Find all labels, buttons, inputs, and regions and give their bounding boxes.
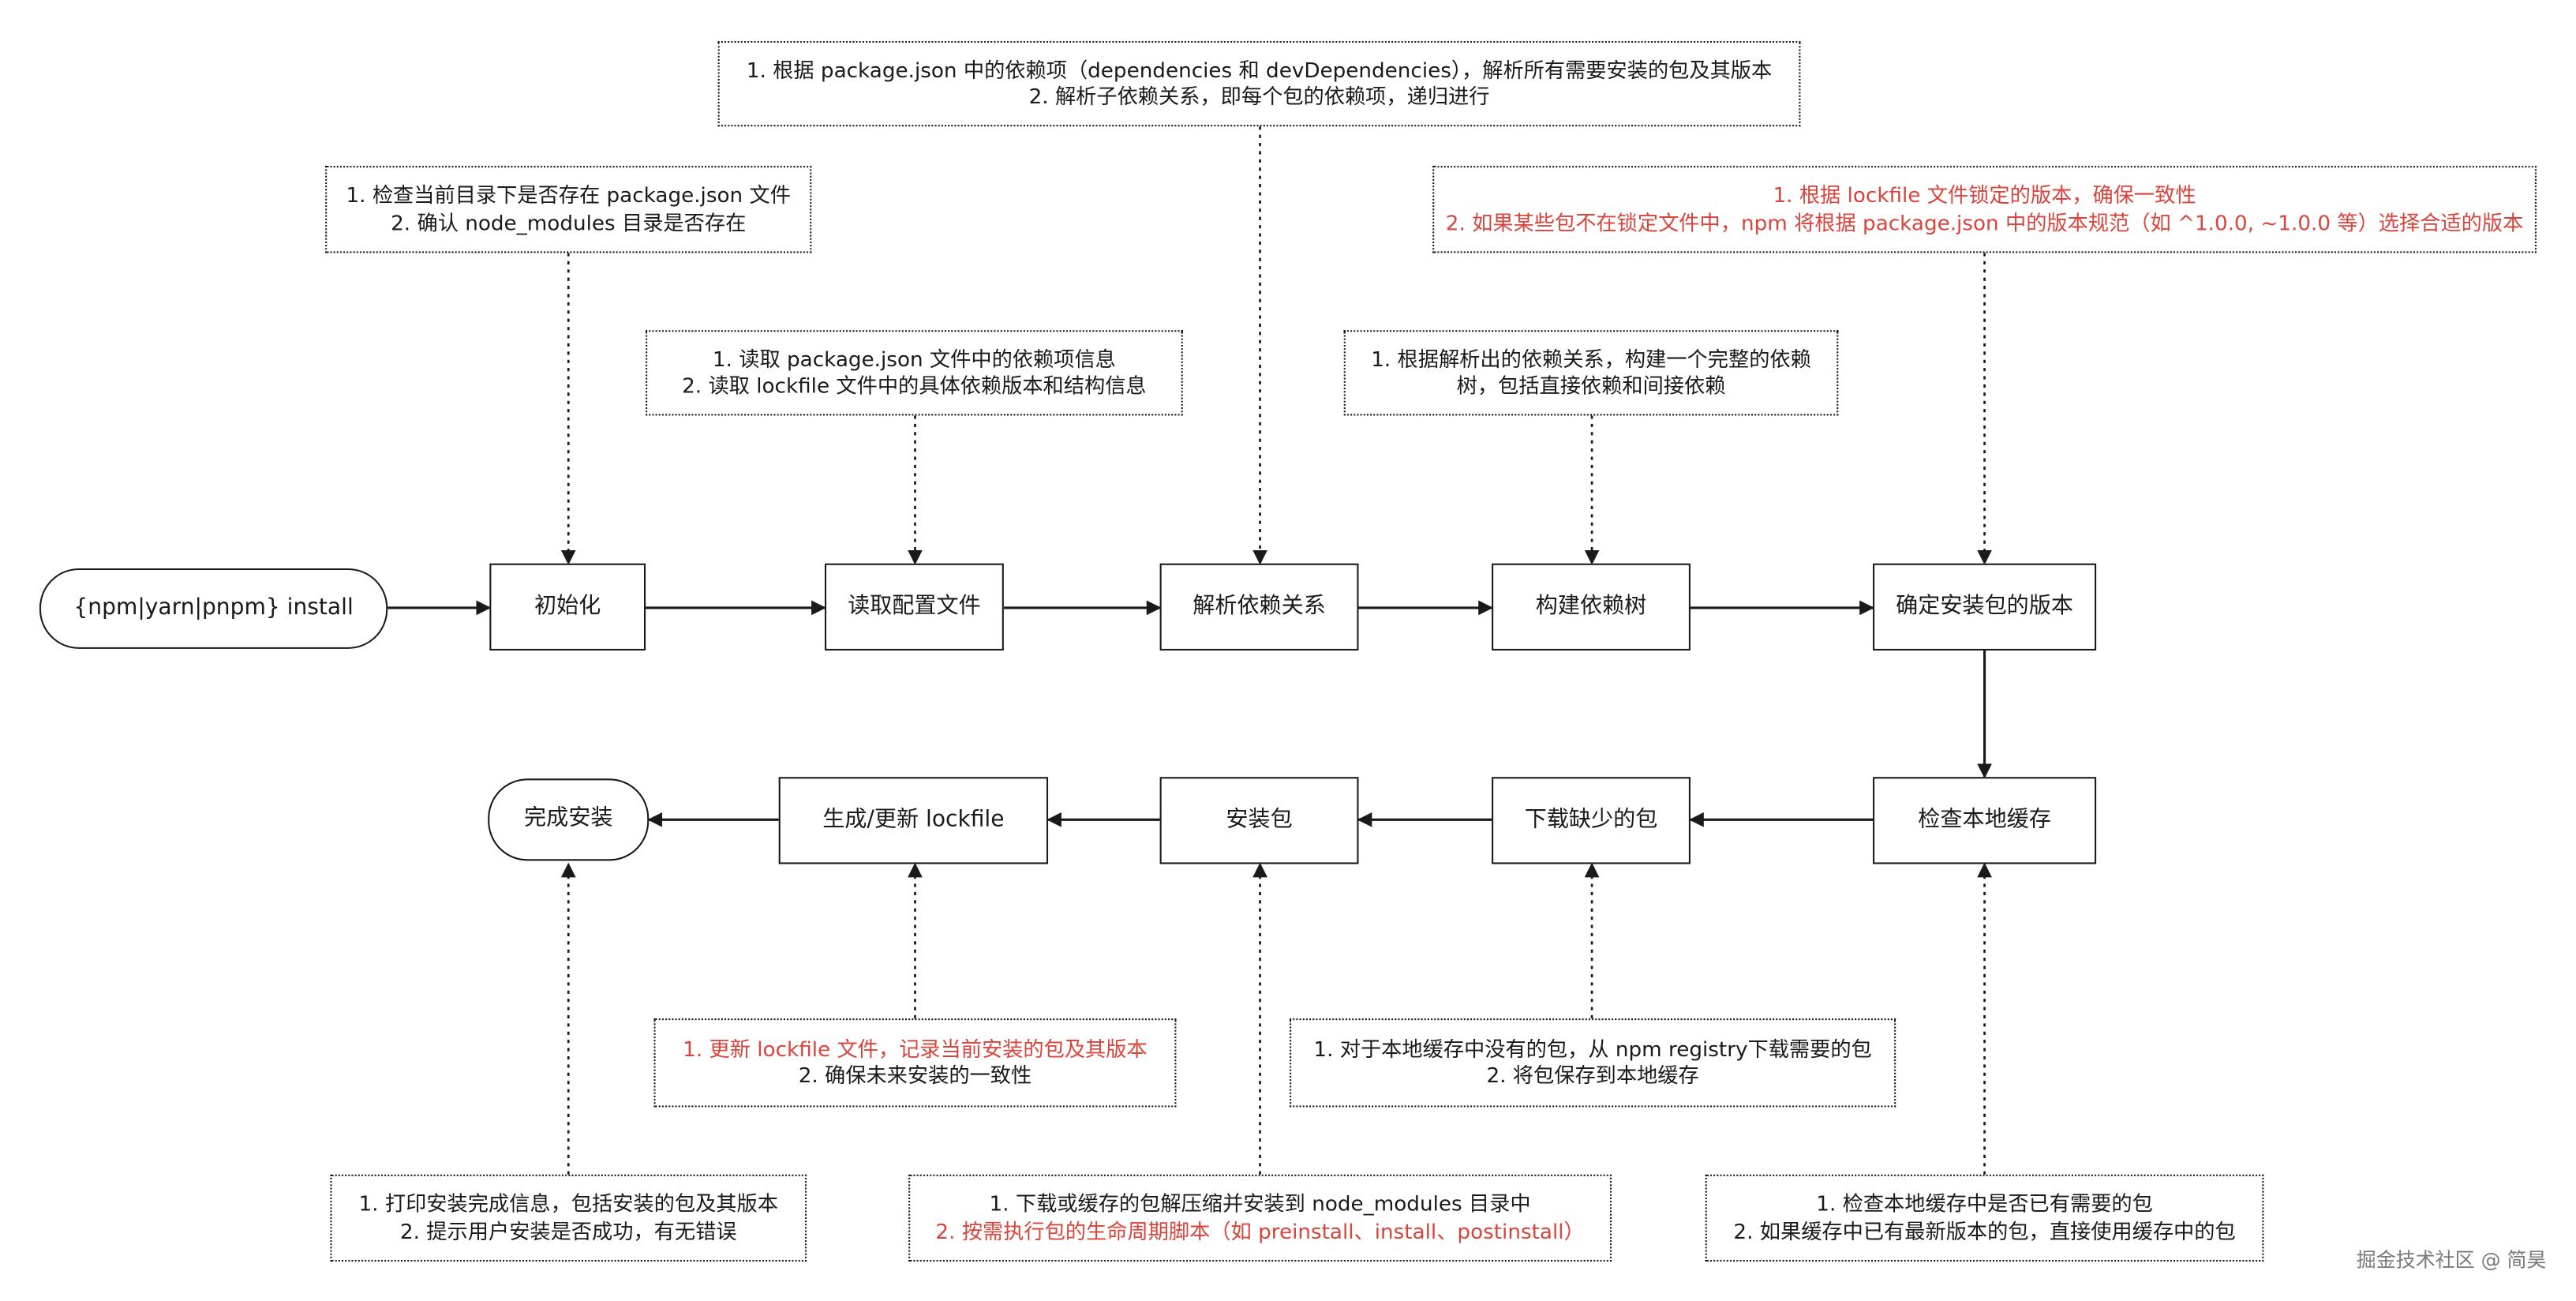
step-determine-versions: 确定安装包的版本: [1873, 563, 2097, 650]
note-install-packages-line-1: 1. 下载或缓存的包解压缩并安装到 node_modules 目录中: [989, 1190, 1531, 1217]
note-determine-versions-line-2: 2. 如果某些包不在锁定文件中，npm 将根据 package.json 中的版…: [1445, 209, 2524, 234]
note-read-config-line-1: 1. 读取 package.json 文件中的依赖项信息: [712, 346, 1116, 371]
note-lockfile-line-2: 2. 确保未来安装的一致性: [798, 1063, 1032, 1088]
note-finish-line-2: 2. 提示用户安装是否成功，有无错误: [399, 1217, 737, 1243]
note-init-line-2: 2. 确认 node_modules 目录是否存在: [391, 209, 747, 234]
note-determine-versions-line-1: 1. 根据 lockfile 文件锁定的版本，确保一致性: [1773, 182, 2196, 208]
step-download-missing: 下载缺少的包: [1492, 777, 1690, 864]
note-finish: 1. 打印安装完成信息，包括安装的包及其版本 2. 提示用户安装是否成功，有无错…: [330, 1174, 807, 1262]
note-finish-line-1: 1. 打印安装完成信息，包括安装的包及其版本: [358, 1190, 778, 1217]
note-init-line-1: 1. 检查当前目录下是否存在 package.json 文件: [346, 182, 791, 208]
note-check-cache-line-1: 1. 检查本地缓存中是否已有需要的包: [1816, 1190, 2153, 1217]
step-build-tree: 构建依赖树: [1492, 563, 1690, 650]
note-check-cache-line-2: 2. 如果缓存中已有最新版本的包，直接使用缓存中的包: [1733, 1217, 2236, 1243]
note-parse-deps-line-1: 1. 根据 package.json 中的依赖项（dependencies 和 …: [746, 57, 1773, 82]
note-init: 1. 检查当前目录下是否存在 package.json 文件 2. 确认 nod…: [325, 166, 812, 253]
step-install-packages: 安装包: [1159, 777, 1359, 864]
step-init: 初始化: [489, 563, 646, 650]
step-read-config: 读取配置文件: [824, 563, 1004, 650]
watermark-text: 掘金技术社区 @ 简昊: [2356, 1248, 2547, 1272]
note-read-config: 1. 读取 package.json 文件中的依赖项信息 2. 读取 lockf…: [646, 330, 1183, 416]
note-download-missing: 1. 对于本地缓存中没有的包，从 npm registry下载需要的包 2. 将…: [1290, 1018, 1896, 1108]
note-read-config-line-2: 2. 读取 lockfile 文件中的具体依赖版本和结构信息: [682, 373, 1147, 398]
note-parse-deps: 1. 根据 package.json 中的依赖项（dependencies 和 …: [717, 41, 1801, 127]
step-parse-deps: 解析依赖关系: [1159, 563, 1359, 650]
note-install-packages-line-2: 2. 按需执行包的生命周期脚本（如 preinstall、install、pos…: [935, 1217, 1585, 1243]
note-download-missing-line-1: 1. 对于本地缓存中没有的包，从 npm registry下载需要的包: [1313, 1036, 1872, 1061]
start-node: {npm|yarn|pnpm} install: [39, 568, 388, 649]
step-check-cache: 检查本地缓存: [1873, 777, 2097, 864]
note-install-packages: 1. 下载或缓存的包解压缩并安装到 node_modules 目录中 2. 按需…: [908, 1174, 1612, 1262]
note-build-tree: 1. 根据解析出的依赖关系，构建一个完整的依赖 树，包括直接依赖和间接依赖: [1343, 330, 1839, 416]
step-update-lockfile: 生成/更新 lockfile: [778, 777, 1049, 864]
note-check-cache: 1. 检查本地缓存中是否已有需要的包 2. 如果缓存中已有最新版本的包，直接使用…: [1705, 1174, 2264, 1262]
note-build-tree-line-2: 树，包括直接依赖和间接依赖: [1456, 373, 1726, 398]
note-build-tree-line-1: 1. 根据解析出的依赖关系，构建一个完整的依赖: [1371, 346, 1811, 371]
note-lockfile: 1. 更新 lockfile 文件，记录当前安装的包及其版本 2. 确保未来安装…: [653, 1018, 1177, 1108]
end-node: 完成安装: [488, 778, 650, 861]
note-determine-versions: 1. 根据 lockfile 文件锁定的版本，确保一致性 2. 如果某些包不在锁…: [1432, 166, 2537, 253]
note-lockfile-line-1: 1. 更新 lockfile 文件，记录当前安装的包及其版本: [683, 1036, 1148, 1061]
note-parse-deps-line-2: 2. 解析子依赖关系，即每个包的依赖项，递归进行: [1028, 84, 1490, 109]
note-download-missing-line-2: 2. 将包保存到本地缓存: [1486, 1063, 1699, 1088]
